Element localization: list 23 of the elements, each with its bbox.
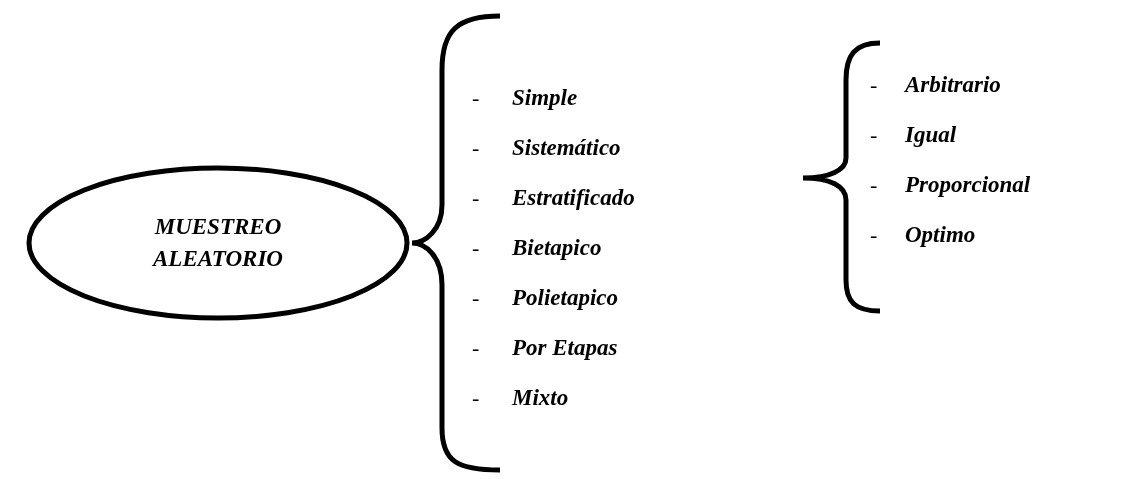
list-item: Optimo [905, 222, 976, 248]
list-dash: - [472, 235, 480, 261]
list-item: Polietapico [512, 285, 619, 311]
list-item: Proporcional [905, 172, 1031, 198]
list-item: Simple [512, 85, 578, 111]
list-item: Por Etapas [512, 335, 618, 361]
list-dash: - [870, 222, 878, 248]
list-item: Mixto [512, 385, 569, 411]
list-dash: - [472, 85, 480, 111]
list-dash: - [472, 285, 480, 311]
list-item: Bietapico [512, 235, 602, 261]
node-label: MUESTREO ALEATORIO [153, 213, 283, 273]
list-dash: - [472, 385, 480, 411]
list-dash: - [472, 185, 480, 211]
list-dash: - [870, 172, 878, 198]
list-item: Sistemático [512, 135, 621, 161]
list-item: Estratificado [512, 185, 635, 211]
list-dash: - [472, 135, 480, 161]
list-dash: - [870, 122, 878, 148]
list-item: Igual [905, 122, 957, 148]
list-dash: - [472, 335, 480, 361]
list-item: Arbitrario [905, 72, 1001, 98]
list-dash: - [870, 72, 878, 98]
